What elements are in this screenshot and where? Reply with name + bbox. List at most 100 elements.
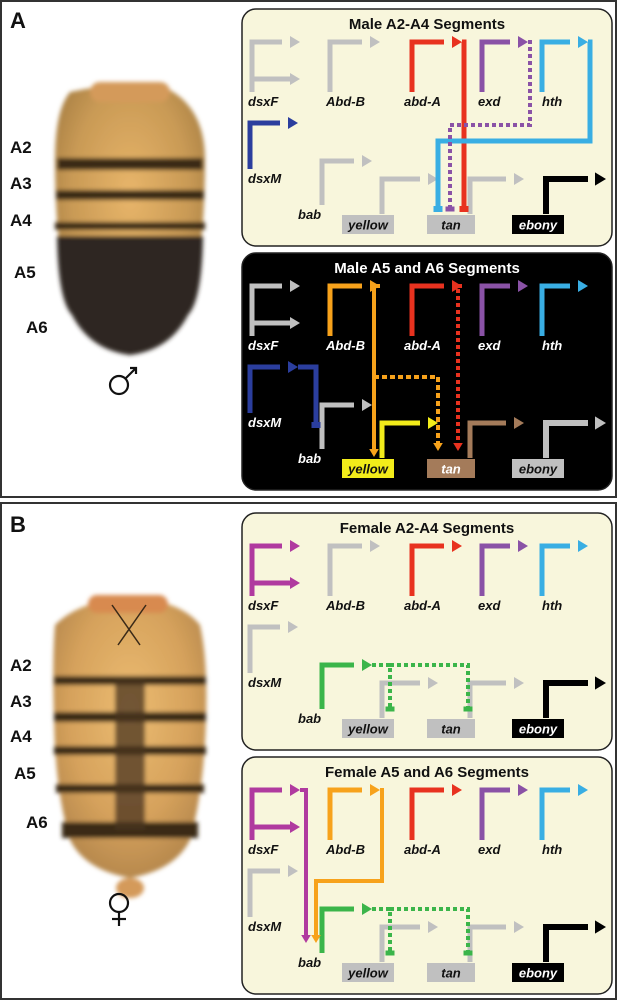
bab-stem bbox=[319, 158, 354, 205]
panel-a-frame bbox=[0, 0, 617, 498]
abdB-stem bbox=[327, 787, 362, 840]
svg-text:A2: A2 bbox=[10, 656, 32, 675]
bab-to-tan-line bbox=[390, 907, 470, 953]
dsxF-label: dsxF bbox=[248, 842, 279, 857]
box-background bbox=[241, 756, 613, 995]
exd-arrowhead-icon bbox=[518, 280, 528, 292]
exd-to-tan-line bbox=[448, 40, 532, 209]
dsxF-arrowhead-icon bbox=[290, 36, 300, 48]
abdA-label: abd-A bbox=[404, 338, 441, 353]
male-abdomen-photo bbox=[55, 82, 205, 356]
box-title: Male A5 and A6 Segments bbox=[334, 260, 520, 277]
yellow-arrowhead-icon bbox=[428, 921, 438, 933]
tan-stem bbox=[467, 176, 506, 214]
dsxF-bab-arrowhead-icon bbox=[301, 935, 311, 943]
bab-stem bbox=[319, 906, 354, 953]
yellow-label-bg bbox=[342, 215, 394, 234]
bab-to-tan-line bbox=[390, 663, 470, 709]
hth-arrowhead-icon bbox=[578, 540, 588, 552]
svg-text:A3: A3 bbox=[10, 174, 32, 193]
yellow-arrowhead-icon bbox=[428, 173, 438, 185]
yellow-label: yellow bbox=[347, 218, 389, 233]
hth-arrowhead-icon bbox=[578, 784, 588, 796]
exd-stem bbox=[479, 39, 510, 92]
abdB-to-bab-line bbox=[314, 788, 384, 935]
abdA-arrowhead-icon bbox=[452, 280, 462, 292]
hth-label: hth bbox=[542, 338, 562, 353]
dsxF-arrowhead-icon bbox=[290, 540, 300, 552]
hth-arrowhead-icon bbox=[578, 36, 588, 48]
dsxM-label: dsxM bbox=[248, 675, 282, 690]
abdB-stem bbox=[327, 283, 362, 336]
abdA-stem bbox=[409, 39, 444, 92]
yellow-stem bbox=[379, 924, 420, 962]
ebony-label: ebony bbox=[519, 462, 558, 477]
tan-stem bbox=[467, 420, 506, 458]
female-symbol-icon bbox=[108, 892, 130, 926]
dsxM-arrowhead-icon bbox=[288, 117, 298, 129]
ebony-label: ebony bbox=[519, 218, 558, 233]
tan-label-bg bbox=[427, 215, 475, 234]
dsxF-promoter-arrowhead-icon bbox=[290, 821, 300, 833]
abdB-stem bbox=[327, 543, 362, 596]
bab-arrowhead-icon bbox=[362, 399, 372, 411]
dsxF-to-bab-line bbox=[300, 788, 308, 935]
dsxM-arrowhead-icon bbox=[288, 865, 298, 877]
hth-arrowhead-icon bbox=[578, 280, 588, 292]
yellow-label-bg bbox=[342, 459, 394, 478]
dsxF-stem bbox=[249, 543, 282, 596]
ebony-stem bbox=[543, 680, 588, 718]
ebony-stem bbox=[543, 176, 588, 214]
abdA-label: abd-A bbox=[404, 94, 441, 109]
dsxF-promoter-icon bbox=[252, 73, 300, 85]
tan-label-bg bbox=[427, 719, 475, 738]
exd-stem bbox=[479, 543, 510, 596]
hth-stem bbox=[539, 283, 570, 336]
ebony-label-bg bbox=[512, 215, 564, 234]
ebony-arrowhead-icon bbox=[595, 676, 606, 690]
svg-text:A6: A6 bbox=[26, 813, 48, 832]
svg-text:A6: A6 bbox=[26, 318, 48, 337]
exd-label: exd bbox=[478, 598, 501, 613]
exd-arrowhead-icon bbox=[518, 784, 528, 796]
dsxF-promoter-arrowhead-icon bbox=[290, 73, 300, 85]
svg-text:A3: A3 bbox=[10, 692, 32, 711]
dsxM-arrowhead-icon bbox=[288, 361, 298, 373]
female-segment-labels: A2 A3 A4 A5 A6 bbox=[10, 656, 48, 832]
dsxF-label: dsxF bbox=[248, 94, 279, 109]
exd-stem bbox=[479, 283, 510, 336]
yellow-stem bbox=[379, 420, 420, 458]
dsxM-arrowhead-icon bbox=[288, 621, 298, 633]
hth-stem bbox=[539, 39, 570, 92]
exd-stem bbox=[479, 787, 510, 840]
ebony-label-bg bbox=[512, 459, 564, 478]
svg-text:A5: A5 bbox=[14, 263, 36, 282]
dsxF-promoter-icon bbox=[252, 821, 300, 833]
abdB-yellow-arrowhead-icon bbox=[369, 449, 379, 457]
exd-label: exd bbox=[478, 94, 501, 109]
dsxF-stem bbox=[249, 39, 282, 92]
abdB-to-tan-line bbox=[374, 375, 440, 443]
dsxM-stem bbox=[247, 120, 280, 169]
abdA-stem bbox=[409, 543, 444, 596]
bab-stem bbox=[319, 402, 354, 449]
tan-arrowhead-icon bbox=[514, 921, 524, 933]
yellow-label: yellow bbox=[347, 966, 389, 981]
box-background bbox=[241, 512, 613, 751]
ebony-label-bg bbox=[512, 719, 564, 738]
dsxF-label: dsxF bbox=[248, 598, 279, 613]
abdB-tan-arrowhead-icon bbox=[433, 443, 443, 451]
abdA-arrowhead-icon bbox=[452, 540, 462, 552]
ebony-stem bbox=[543, 924, 588, 962]
box-background bbox=[241, 8, 613, 247]
exd-label: exd bbox=[478, 338, 501, 353]
female-abdomen-photo bbox=[53, 595, 207, 898]
dsxM-label: dsxM bbox=[248, 415, 282, 430]
tan-label: tan bbox=[441, 722, 461, 737]
abdB-arrowhead-icon bbox=[370, 784, 380, 796]
box-background bbox=[241, 252, 613, 491]
exd-arrowhead-icon bbox=[518, 36, 528, 48]
abdB-bab-arrowhead-icon bbox=[311, 935, 321, 943]
